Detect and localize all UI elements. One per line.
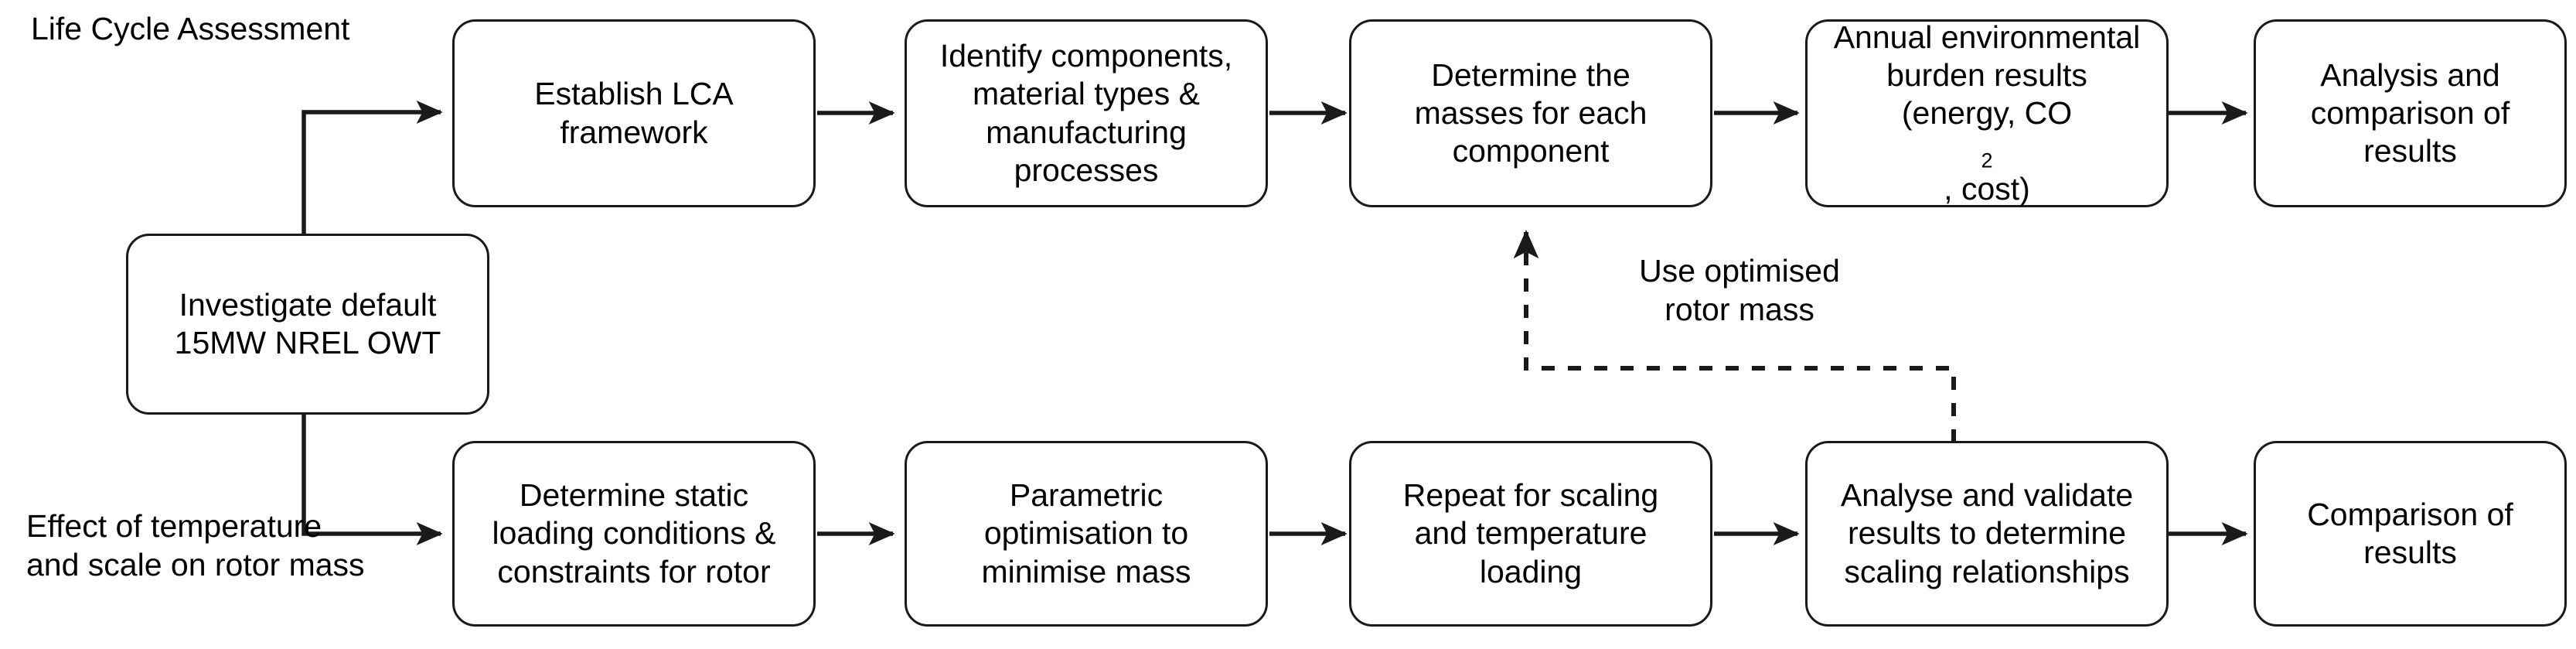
node-line: Annual environmental xyxy=(1833,19,2141,55)
node-line: processes xyxy=(1014,152,1159,188)
lane-label-life-cycle-assessment: Life Cycle Assessment xyxy=(31,11,350,46)
node-repeat-scaling-temperature[interactable]: Repeat for scaling and temperature loadi… xyxy=(1349,441,1712,627)
node-analysis-comparison-results[interactable]: Analysis and comparison of results xyxy=(2254,19,2567,207)
node-line: component xyxy=(1452,133,1610,169)
node-identify-components[interactable]: Identify components, material types & ma… xyxy=(905,19,1268,207)
node-line: minimise mass xyxy=(981,553,1191,589)
node-line: Parametric xyxy=(1009,477,1164,514)
node-line-pre: (energy, CO xyxy=(1901,94,2073,131)
node-line: material types & xyxy=(973,76,1200,112)
node-line: Analyse and validate xyxy=(1840,477,2134,514)
node-determine-static-loading[interactable]: Determine static loading conditions & co… xyxy=(452,441,816,627)
node-line: Comparison of results xyxy=(2307,496,2513,570)
node-line: constraints for rotor xyxy=(497,553,771,589)
node-analyse-validate-scaling[interactable]: Analyse and validate results to determin… xyxy=(1805,441,2169,627)
node-comparison-of-results[interactable]: Comparison of results xyxy=(2254,441,2567,627)
connector-feedback-optimised-rotor-mass xyxy=(1513,230,1956,442)
node-line: optimisation to xyxy=(983,515,1189,552)
node-line-co2: (energy, CO 2, cost) xyxy=(1815,94,2159,209)
node-line: comparison of results xyxy=(2310,94,2510,169)
node-investigate-default-owt[interactable]: Investigate default 15MW NREL OWT xyxy=(126,234,489,415)
label-use-optimised-rotor-mass: Use optimised rotor mass xyxy=(1639,253,1840,328)
node-line: framework xyxy=(560,114,708,150)
node-line: masses for each xyxy=(1414,94,1647,131)
lane-label-effect-of-temperature: Effect of temperature and scale on rotor… xyxy=(26,508,365,583)
node-line: Determine static xyxy=(519,477,749,514)
node-line: burden results xyxy=(1886,56,2087,93)
node-line: loading conditions & xyxy=(492,515,776,552)
node-line: Determine the xyxy=(1431,56,1630,93)
node-line: and temperature xyxy=(1414,515,1647,552)
node-line: manufacturing xyxy=(986,114,1187,150)
node-line: Analysis and xyxy=(2320,56,2500,93)
node-line: scaling relationships xyxy=(1844,553,2130,589)
node-line: loading xyxy=(1479,553,1583,589)
node-line: Investigate default xyxy=(179,286,437,323)
node-determine-masses[interactable]: Determine the masses for each component xyxy=(1349,19,1712,207)
node-line-post: , cost) xyxy=(1944,171,2030,207)
node-parametric-optimisation[interactable]: Parametric optimisation to minimise mass xyxy=(905,441,1268,627)
node-establish-lca-framework[interactable]: Establish LCA framework xyxy=(452,19,816,207)
node-annual-environmental-burden[interactable]: Annual environmental burden results (ene… xyxy=(1805,19,2169,207)
node-line: Establish LCA xyxy=(534,76,734,112)
subscript-2: 2 xyxy=(1981,149,1993,172)
node-line: 15MW NREL OWT xyxy=(174,325,441,360)
node-line: Identify components, xyxy=(939,38,1233,74)
node-line: Repeat for scaling xyxy=(1402,477,1659,514)
node-line: results to determine xyxy=(1847,515,2127,552)
